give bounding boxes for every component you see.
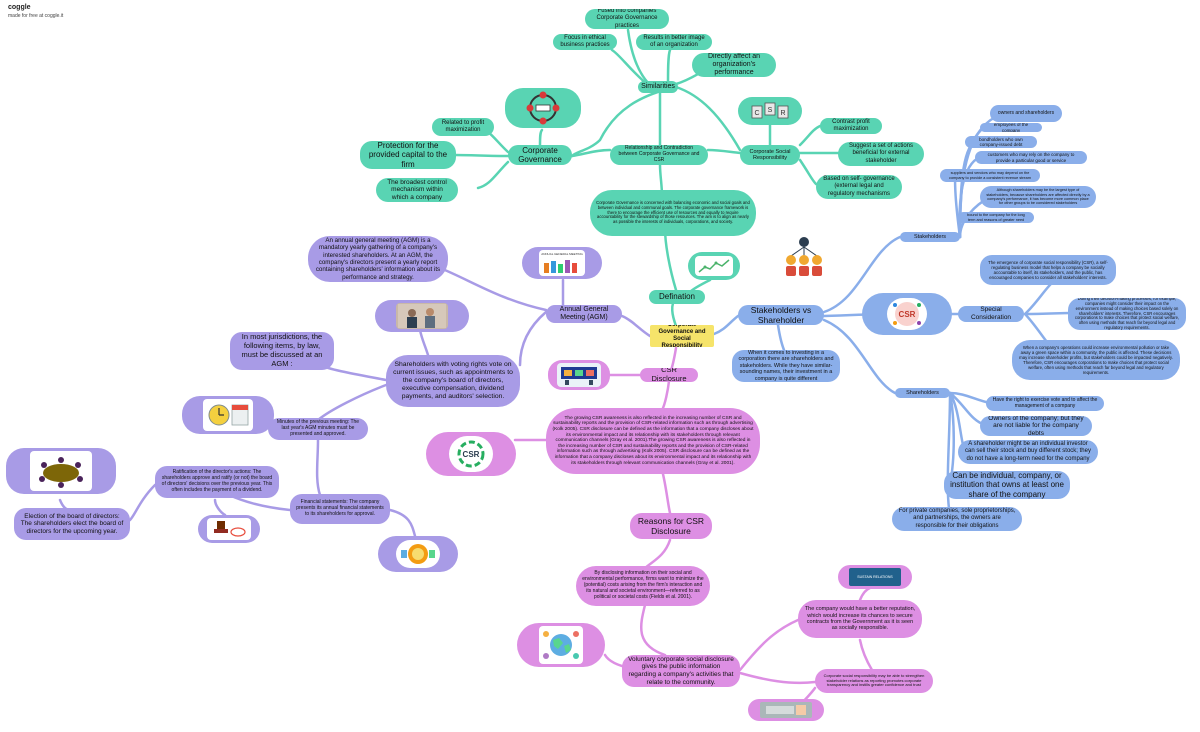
stakeholder-employees[interactable]: employees of the company (980, 123, 1042, 132)
svg-text:CSR: CSR (899, 310, 916, 319)
shareholder-vote[interactable]: Have the right to exercise vote and to a… (986, 396, 1104, 411)
agm-jurisdictions[interactable]: In most jurisdictions, the following ite… (230, 332, 334, 370)
csr-blocks-image: C S R (738, 97, 802, 125)
similarity-results[interactable]: Results in better image of an organizati… (636, 34, 712, 50)
svg-text:S: S (768, 107, 773, 114)
cycle-diagram-image (505, 88, 581, 128)
growth-image (688, 252, 740, 280)
csr-actions[interactable]: Suggest a set of actions beneficial for … (838, 142, 924, 166)
sustain-relations-image: SUSTAIN RELATIONS (838, 565, 912, 589)
csr-disclosure-text[interactable]: The growing CSR awareness is also reflec… (546, 408, 760, 474)
similarity-fused[interactable]: Fused into companies Corporate Governanc… (585, 9, 669, 29)
stakeholder-suppliers[interactable]: suppliers and vendors who may depend on … (940, 169, 1040, 182)
csr-node[interactable]: Corporate Social Responsibility (740, 145, 800, 165)
similarity-focus[interactable]: Focus in ethical business practices (553, 34, 617, 50)
handshake-image: CSR (862, 293, 952, 335)
cg-control[interactable]: The broadest control mechanism within wh… (376, 178, 458, 202)
stamp-icon (214, 521, 246, 537)
csr-charity-image (548, 360, 610, 390)
stakeholder-although[interactable]: Although shareholders may be the largest… (980, 186, 1096, 208)
csr-wheel-image: CSR (426, 432, 516, 476)
shareholder-private[interactable]: For private companies, sole proprietorsh… (892, 507, 1022, 531)
corporate-governance-node[interactable]: Corporate Governance (508, 145, 572, 165)
reasons-text[interactable]: By disclosing information on their socia… (576, 566, 710, 606)
stamp-image (198, 515, 260, 543)
stakeholders-node[interactable]: Stakeholders (900, 232, 960, 242)
agm-definition[interactable]: An annual general meeting (AGM) is a man… (308, 236, 448, 282)
calendar-image (182, 396, 274, 434)
shareholder-owners[interactable]: Owners of the company; but they are not … (980, 416, 1092, 436)
globe-icon (543, 631, 579, 659)
svg-text:CSR: CSR (463, 450, 480, 459)
special-emergence[interactable]: The emergence of corporate social respon… (980, 255, 1116, 285)
sustain-relations-text: SUSTAIN RELATIONS (857, 574, 893, 579)
csr-based[interactable]: Based on self- governance (external lega… (816, 175, 902, 199)
csr-blocks-icon: C S R (751, 102, 789, 119)
relationship-node[interactable]: Relationship and Contradiction between C… (610, 145, 708, 165)
central-topic[interactable]: Corporate Governance and Social Responsi… (650, 325, 714, 347)
strengthen-relations[interactable]: Corporate social responsibility may be a… (815, 669, 933, 693)
cycle-diagram-icon (526, 91, 560, 125)
cg-protection[interactable]: Protection for the provided capital to t… (360, 141, 456, 169)
brand-tagline: made for free at coggle.it (8, 13, 64, 19)
agm-node[interactable]: Annual General Meeting (AGM) (546, 305, 622, 323)
agm-voting[interactable]: Shareholders with voting rights vote on … (386, 355, 520, 407)
agm-poster-text: ANNUAL GENERAL MEETING (541, 252, 583, 257)
brand-name: coggle (8, 4, 31, 11)
council-table-icon (39, 457, 83, 488)
people-network-image (778, 233, 830, 281)
special-pollution[interactable]: When a company's operations could increa… (1012, 340, 1180, 380)
csr-contrast[interactable]: Contrast profit maximization (820, 118, 882, 134)
similarity-affect[interactable]: Directly affect an organization's perfor… (692, 53, 776, 77)
stakeholders-vs-shareholder-node[interactable]: Stakeholders vs Shareholder (738, 305, 824, 325)
special-during[interactable]: During their decision-making processes, … (1068, 298, 1186, 330)
voluntary-disclosure[interactable]: Voluntary corporate social disclosure gi… (622, 655, 740, 687)
reporting-image (748, 699, 824, 721)
svg-text:R: R (780, 110, 785, 117)
stakeholder-customers[interactable]: customers who may rely on the company to… (975, 151, 1087, 164)
growth-icon (698, 259, 730, 273)
shareholder-institution[interactable]: Can be individual, company, or instituti… (944, 471, 1070, 499)
stakeholders-vs-shareholder-note[interactable]: When it comes to investing in a corporat… (732, 350, 840, 382)
csr-wheel-icon: CSR (457, 440, 485, 468)
handshake-icon: CSR (893, 302, 921, 326)
agm-poster-image: ANNUAL GENERAL MEETING (522, 247, 602, 279)
agm-financial[interactable]: Financial statements: The company presen… (290, 494, 390, 524)
similarities-node[interactable]: Similarities (638, 81, 678, 93)
agm-election[interactable]: Election of the board of directors: The … (14, 508, 130, 540)
agm-ratification[interactable]: Ratification of the director's actions: … (155, 466, 279, 498)
reporting-icon (766, 705, 806, 715)
stakeholder-bondholders[interactable]: bondholders who own company-issued debt (965, 136, 1037, 148)
brand: coggle made for free at coggle.it (8, 4, 63, 19)
council-table-image (6, 448, 116, 494)
calendar-icon (208, 404, 249, 426)
stakeholder-bound[interactable]: bound to the company for the long term a… (958, 212, 1034, 223)
svg-text:C: C (754, 110, 759, 117)
globe-image (517, 623, 605, 667)
definition-text[interactable]: Corporate Governance is concerned with b… (590, 190, 756, 236)
agm-minutes[interactable]: Minutes of the previous meeting: The las… (268, 418, 368, 440)
shareholder-individual[interactable]: A shareholder might be an individual inv… (958, 440, 1098, 464)
meeting-photo-image (375, 300, 469, 332)
special-consideration-node[interactable]: Special Consideration (958, 306, 1024, 322)
cg-profit[interactable]: Related to profit maximization (432, 118, 494, 136)
meeting-photo-icon (398, 304, 446, 328)
people-network-icon (786, 237, 822, 276)
charity-board-icon (561, 367, 597, 385)
coins-icon (401, 544, 435, 564)
meeting-people-icon (544, 259, 577, 273)
definition-node[interactable]: Defination (649, 290, 705, 304)
shareholders-node[interactable]: Shareholders (895, 388, 950, 398)
better-reputation[interactable]: The company would have a better reputati… (798, 600, 922, 638)
csr-disclosure-node[interactable]: CSR Disclosure (640, 368, 698, 382)
stakeholder-owners[interactable]: owners and shareholders (990, 105, 1062, 122)
coins-image (378, 536, 458, 572)
reasons-node[interactable]: Reasons for CSR Disclosure (630, 513, 712, 539)
